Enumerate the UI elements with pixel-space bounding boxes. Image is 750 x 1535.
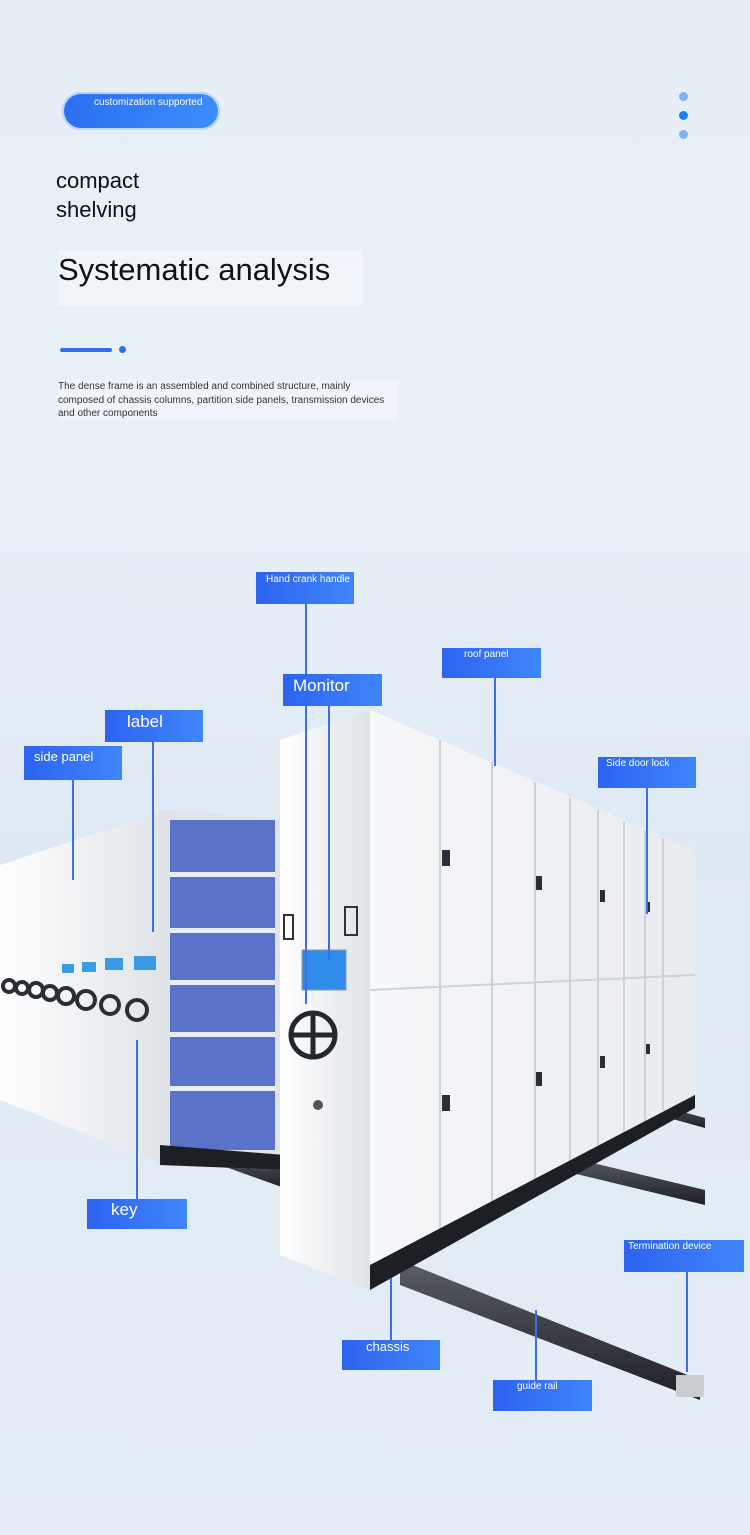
callout-line-door-lock — [646, 788, 648, 914]
termination-device-shape — [676, 1375, 704, 1397]
callout-line-label — [152, 742, 154, 932]
callout-line-side-panel — [72, 780, 74, 880]
binder-shelves — [170, 820, 275, 1150]
tag-side-panel: side panel — [24, 746, 122, 780]
monitor-shape — [301, 949, 347, 991]
callout-line-termination — [686, 1272, 688, 1372]
tag-roof-panel: roof panel — [442, 648, 541, 678]
callout-line-key — [136, 1040, 138, 1200]
title-line-1: compact — [56, 168, 140, 193]
tag-hand-crank-handle: Hand crank handle — [256, 572, 354, 604]
hand-crank-wheel — [288, 1010, 338, 1060]
description-text: The dense frame is an assembled and comb… — [58, 380, 398, 421]
tag-key: key — [87, 1199, 187, 1229]
side-panel-shape — [280, 710, 370, 1290]
callout-line-monitor — [328, 706, 330, 960]
tag-side-door-lock: Side door lock — [598, 757, 696, 788]
page-title: compact shelving — [56, 166, 236, 224]
indicator-dot-2 — [679, 111, 688, 120]
customization-badge: customization supported — [62, 92, 220, 130]
chassis-shape — [370, 1095, 695, 1290]
callout-line-chassis — [390, 1278, 392, 1340]
indicator-dot-1 — [679, 92, 688, 101]
tag-monitor: Monitor — [283, 674, 382, 706]
tag-termination-device: Termination device — [624, 1240, 744, 1272]
accent-dot — [119, 346, 126, 353]
tag-guide-rail: guide rail — [493, 1380, 592, 1411]
compact-shelving-illustration — [0, 710, 705, 1400]
callout-line-guide-rail — [535, 1310, 537, 1380]
title-line-2: shelving — [56, 197, 137, 222]
section-heading: Systematic analysis — [58, 250, 363, 306]
tag-label: label — [105, 710, 203, 742]
guide-rail-shape — [400, 1260, 700, 1400]
callout-line-roof — [494, 678, 496, 766]
callout-line-hand-crank — [305, 604, 307, 1004]
tag-chassis: chassis — [342, 1340, 440, 1370]
accent-bar — [60, 348, 112, 352]
indicator-dot-3 — [679, 130, 688, 139]
